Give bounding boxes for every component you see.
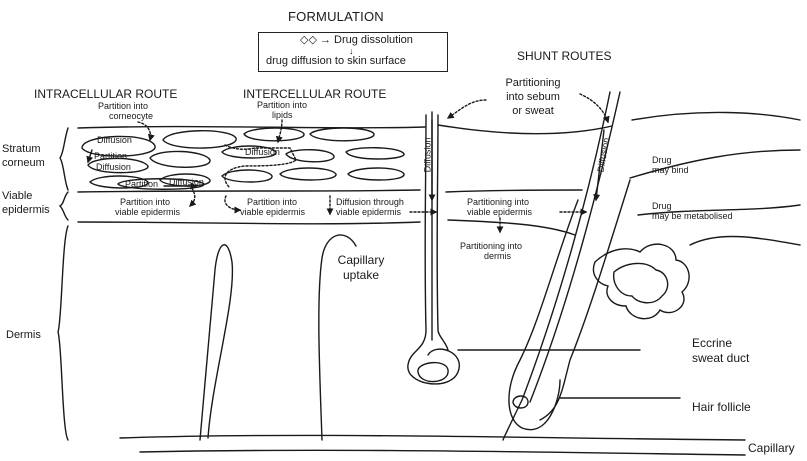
drug-bind-2: may bind	[652, 166, 689, 175]
partitioning-dermis-2: dermis	[484, 252, 511, 261]
formulation-line1: ◇◇ → Drug dissolution	[300, 35, 413, 47]
capillary-uptake-2: uptake	[326, 269, 396, 282]
partition-viable-1b: viable epidermis	[115, 208, 180, 217]
epidermis-dermis-right	[448, 220, 575, 235]
diffusion-label-3: Diffusion	[169, 178, 204, 187]
partitioning-viable-2: viable epidermis	[467, 208, 532, 217]
sebaceous-gland	[593, 244, 689, 319]
stratum-label-1: Stratum	[2, 144, 41, 156]
sweat-duct-coil	[418, 363, 448, 382]
sc-boundary-right	[446, 190, 582, 192]
skin-surface-line-right	[438, 125, 612, 134]
sweat-duct-left	[408, 115, 459, 384]
epidermis-dermis-line	[78, 222, 420, 224]
arrow-partition-viable-2	[225, 196, 240, 210]
diffusion-label-1: Diffusion	[97, 136, 132, 145]
follicle-outer-left	[509, 200, 578, 430]
partition-label-a: Partition	[94, 152, 127, 161]
corneocyte	[222, 170, 272, 182]
diffusion-label-2: Diffusion	[96, 163, 131, 172]
partitioning-sebum-3: or sweat	[488, 106, 578, 118]
corneocyte	[150, 151, 210, 167]
intracellular-route-title: INTRACELLULAR ROUTE	[34, 88, 177, 101]
viable-label-2: epidermis	[2, 205, 50, 217]
capillary-line-top	[120, 435, 745, 440]
corneocyte	[346, 148, 404, 159]
formulation-line2: drug diffusion to skin surface	[266, 56, 406, 68]
arrow-sebum-right	[580, 94, 608, 122]
capillary-loop-left	[200, 245, 232, 440]
follicle-outer-right	[540, 180, 630, 420]
sc-brace	[60, 128, 68, 190]
arrow-lipids	[278, 120, 282, 142]
sc-boundary-line	[78, 190, 420, 192]
formulation-title: FORMULATION	[288, 10, 384, 24]
partition-lipids-label-2: lipids	[272, 111, 293, 120]
eccrine-label-1: Eccrine	[692, 337, 732, 350]
skin-surface-line	[78, 127, 425, 128]
gland-boundary	[690, 236, 800, 245]
skin-surface-line-far	[632, 112, 800, 120]
corneocyte	[244, 128, 304, 141]
shunt-routes-title: SHUNT ROUTES	[517, 50, 611, 63]
diffusion-lipid-label: Diffusion	[245, 148, 280, 157]
arrow-sebum-left	[448, 100, 486, 118]
dermis-label: Dermis	[6, 330, 41, 342]
capillary-uptake-1: Capillary	[326, 254, 396, 267]
ve-brace	[60, 192, 68, 220]
partitioning-sebum-2: into sebum	[488, 92, 578, 104]
corneocyte	[310, 128, 374, 141]
sebaceous-gland-inner	[614, 263, 668, 302]
eccrine-label-2: sweat duct	[692, 352, 749, 365]
partition-viable-2b: viable epidermis	[240, 208, 305, 217]
viable-label-1: Viable	[2, 191, 32, 203]
partitioning-sebum-1: Partitioning	[488, 78, 578, 90]
capillary-label: Capillary	[748, 442, 795, 455]
drug-metab-2: may be metabolised	[652, 212, 733, 221]
intercellular-route-title: INTERCELLULAR ROUTE	[243, 88, 386, 101]
partition-corneocyte-label-2: corneocyte	[109, 112, 153, 121]
corneocyte	[348, 168, 404, 180]
diffusion-duct-label: Diffusion	[422, 138, 432, 173]
sweat-duct-right	[437, 115, 448, 350]
capillary-line-bottom	[140, 450, 745, 455]
arrow-partition-corneocyte	[138, 122, 151, 140]
hair-follicle-label: Hair follicle	[692, 401, 751, 414]
diffusion-through-2: viable epidermis	[336, 208, 401, 217]
stratum-label-2: corneum	[2, 158, 45, 170]
partition-label-b: Partition	[125, 180, 158, 189]
dermis-brace	[58, 226, 68, 440]
corneocyte	[280, 168, 336, 180]
